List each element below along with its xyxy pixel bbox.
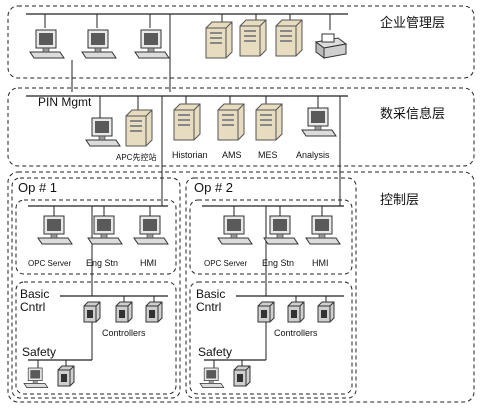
ams-label: AMS [222, 150, 242, 160]
op1-box [11, 177, 181, 399]
layer-label-enterprise: 企业管理层 [380, 15, 445, 31]
op1-safety-pc-icon [23, 367, 49, 388]
op1-eng-stn-label: Eng Stn [86, 258, 118, 268]
op2-hmi-icon [305, 215, 341, 245]
pin-mgmt-label: PIN Mgmt [38, 95, 92, 109]
op2-controller-2-icon [287, 301, 305, 323]
enterprise-pc-2-icon [81, 29, 117, 59]
historian-label: Historian [172, 150, 208, 160]
op1-controller-3-icon [145, 301, 163, 323]
historian-server-icon [173, 103, 201, 141]
op2-eng-stn-label: Eng Stn [262, 258, 294, 268]
op1-opc-server-icon [37, 215, 73, 245]
enterprise-pc-3-icon [134, 29, 170, 59]
mes-server-icon [255, 103, 283, 141]
mes-label: MES [258, 150, 278, 160]
op2-safety-label: Safety [198, 345, 232, 359]
op1-safety-controller-icon [57, 365, 75, 387]
control-layer-box [7, 171, 475, 403]
op2-controller-3-icon [317, 301, 335, 323]
op2-title: Op # 2 [194, 180, 233, 195]
printer-icon [315, 33, 347, 59]
layer-label-control: 控制层 [380, 193, 419, 208]
op2-opc-server-label: OPC Server [204, 259, 247, 268]
enterprise-server-2-icon [239, 19, 267, 57]
analysis-label: Analysis [296, 150, 330, 160]
op1-safety-label: Safety [22, 345, 56, 359]
op2-basic-label: Basic [196, 287, 225, 301]
apc-label: APC先控站 [116, 152, 156, 162]
op2-box [185, 177, 357, 399]
op2-safety-controller-icon [233, 365, 251, 387]
enterprise-layer-box [7, 5, 475, 79]
enterprise-pc-1-icon [29, 29, 65, 59]
ams-server-icon [217, 103, 245, 141]
op2-safety-pc-icon [199, 367, 225, 388]
op1-controllers-label: Controllers [102, 328, 146, 338]
op2-hmi-label: HMI [312, 258, 329, 268]
op1-basic-label: Basic [20, 287, 49, 301]
apc-server-icon [125, 109, 153, 147]
op1-eng-stn-icon [87, 215, 123, 245]
op1-controller-2-icon [115, 301, 133, 323]
layer-label-data: 数采信息层 [380, 106, 445, 122]
op1-hmi-label: HMI [140, 258, 157, 268]
op2-eng-stn-icon [263, 215, 299, 245]
op1-controller-1-icon [83, 301, 101, 323]
op2-controller-1-icon [257, 301, 275, 323]
analysis-pc-icon [301, 107, 337, 137]
data-layer-box [7, 87, 475, 167]
op1-opc-server-label: OPC Server [28, 259, 71, 268]
op2-cntrl-label: Cntrl [196, 300, 221, 314]
op1-hmi-icon [133, 215, 169, 245]
op1-cntrl-label: Cntrl [20, 300, 45, 314]
op1-title: Op # 1 [18, 180, 57, 195]
enterprise-server-3-icon [275, 19, 303, 57]
pin-mgmt-pc-icon [85, 117, 121, 147]
op2-controllers-label: Controllers [274, 328, 318, 338]
op2-opc-server-icon [217, 215, 253, 245]
enterprise-server-1-icon [205, 21, 233, 59]
